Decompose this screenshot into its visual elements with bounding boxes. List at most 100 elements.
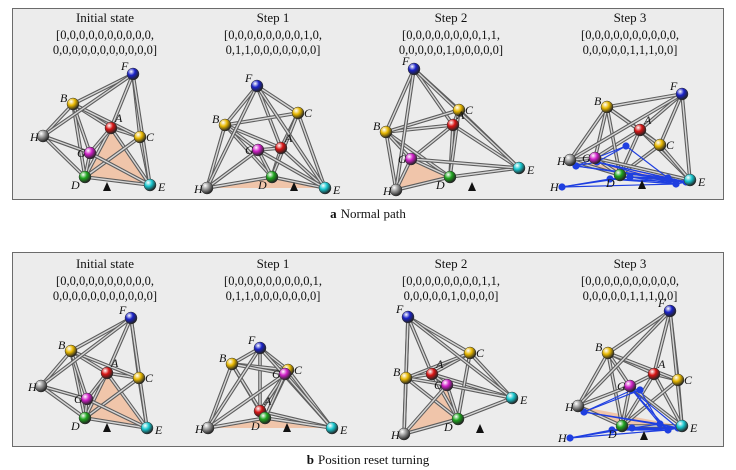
label-D: D xyxy=(607,427,617,441)
strut-highlight-DE xyxy=(449,167,520,178)
label-B: B xyxy=(212,112,220,126)
node-F xyxy=(253,341,267,355)
label-E: E xyxy=(339,423,348,437)
blue-path-line xyxy=(596,145,627,163)
strut-highlight-AG xyxy=(594,129,641,159)
node-B xyxy=(601,346,615,360)
strut-highlight-BF xyxy=(385,68,415,133)
strut-highlight-AD xyxy=(84,127,112,178)
b-step-0-code: [0,0,0,0,0,0,0,0,0,0,0,0,0,0,0,0,0,0,0,0… xyxy=(52,274,158,303)
strut-highlight-DG xyxy=(264,373,286,419)
strut-highlight-GE xyxy=(446,384,513,399)
strut-highlight-FH xyxy=(206,85,258,189)
node-B xyxy=(399,371,413,385)
blue-path-line xyxy=(569,429,669,439)
node-F xyxy=(401,310,415,324)
strut-highlight-AB xyxy=(385,124,454,133)
label-A: A xyxy=(643,113,652,127)
strut-highlight-CF xyxy=(659,93,683,146)
label-G: G xyxy=(434,378,443,392)
blue-path-line xyxy=(629,176,669,179)
node-B xyxy=(66,97,80,111)
strut-highlight-GH xyxy=(206,149,259,189)
label-H: H xyxy=(29,130,40,144)
b-step-3-title: Step 3 xyxy=(613,256,647,271)
strut-highlight-AE xyxy=(280,147,326,189)
node-E xyxy=(683,173,697,187)
strut-highlight-DE xyxy=(264,417,333,429)
support-triangle xyxy=(85,128,150,185)
node-G xyxy=(251,143,265,157)
blue-path-node xyxy=(636,386,644,394)
b-step-2-title: Step 2 xyxy=(434,256,468,271)
label-C: C xyxy=(476,346,485,360)
strut-highlight-BH xyxy=(385,131,397,191)
strut-highlight-AE xyxy=(653,373,683,427)
node-G xyxy=(278,367,292,381)
label-A: A xyxy=(110,356,119,370)
strut-highlight-BH xyxy=(569,106,608,161)
node-G xyxy=(440,378,454,392)
node-H xyxy=(571,399,585,413)
node-D xyxy=(258,411,272,425)
node-C xyxy=(132,371,146,385)
node-E xyxy=(143,178,157,192)
node-G xyxy=(588,151,602,165)
a-step-1-title: Step 1 xyxy=(256,10,290,25)
label-F: F xyxy=(657,296,666,310)
label-E: E xyxy=(689,421,698,435)
strut-highlight-BC xyxy=(606,106,661,146)
node-G xyxy=(83,146,97,160)
strut-highlight-BD xyxy=(607,352,623,427)
strut-highlight-BD xyxy=(385,131,451,178)
node-D xyxy=(613,168,627,182)
strut-highlight-DE xyxy=(84,176,151,186)
label-B: B xyxy=(60,91,68,105)
strut-highlight-AF xyxy=(407,316,433,375)
strut-highlight-EF xyxy=(413,68,520,169)
node-E xyxy=(512,161,526,175)
node-B xyxy=(225,357,239,371)
label-H: H xyxy=(193,182,204,196)
label-D: D xyxy=(435,178,445,192)
node-E xyxy=(675,419,689,433)
strut-highlight-BG xyxy=(594,106,608,159)
label-E: E xyxy=(154,423,163,437)
strut-highlight-DG xyxy=(621,385,631,427)
label-H-path: H xyxy=(557,431,568,445)
node-H xyxy=(397,427,411,441)
strut-highlight-AE xyxy=(110,127,151,186)
label-B: B xyxy=(595,340,603,354)
node-C xyxy=(653,138,667,152)
label-F: F xyxy=(669,79,678,93)
label-C: C xyxy=(465,103,474,117)
label-B: B xyxy=(393,365,401,379)
label-G: G xyxy=(74,392,83,406)
direction-arrow-icon xyxy=(290,182,298,191)
node-G xyxy=(80,392,94,406)
label-E: E xyxy=(526,163,535,177)
b-step-2-code: [0,0,0,0,0,0,0,0,1,1,0,0,0,0,0,1,0,0,0,0… xyxy=(402,274,500,303)
node-B xyxy=(64,344,78,358)
label-A: A xyxy=(435,357,444,371)
blue-path-line xyxy=(639,389,661,425)
strut-highlight-GH xyxy=(403,384,448,435)
strut-highlight-BG xyxy=(405,377,448,386)
strut-highlight-GE xyxy=(86,398,148,429)
label-H: H xyxy=(556,154,567,168)
b-step-1-title: Step 1 xyxy=(256,256,290,271)
strut-highlight-AF xyxy=(110,73,134,129)
blue-path-node xyxy=(626,173,634,181)
label-C: C xyxy=(146,130,155,144)
strut-highlight-DG xyxy=(410,158,451,178)
strut-highlight-GE xyxy=(284,373,333,429)
label-E: E xyxy=(519,393,528,407)
strut-highlight-EF xyxy=(681,93,691,181)
support-triangle xyxy=(207,177,325,188)
a-step-3-title: Step 3 xyxy=(613,10,647,25)
node-H xyxy=(201,421,215,435)
blue-path-line xyxy=(561,183,677,188)
strut-highlight-BH xyxy=(577,352,609,407)
